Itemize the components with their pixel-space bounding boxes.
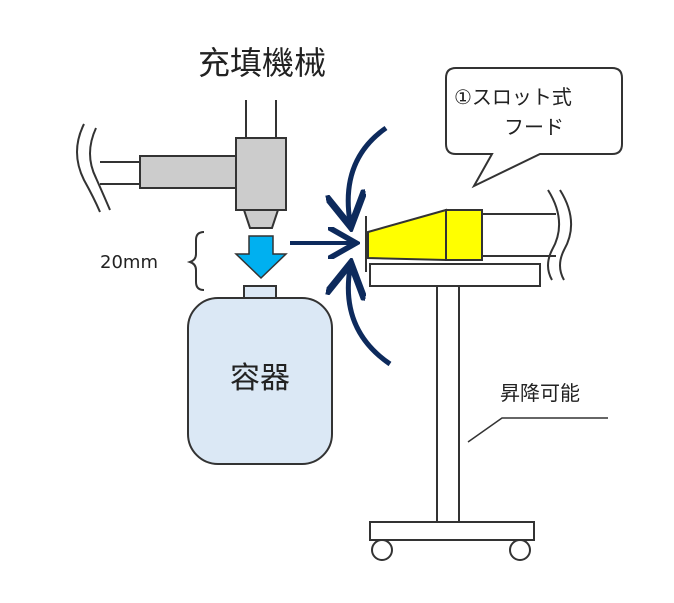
hood-slot-body: [367, 208, 447, 262]
airflow-arrow-top: [348, 125, 388, 222]
hood-duct-connector: [445, 209, 483, 261]
container-label: 容器: [230, 361, 290, 396]
machine-nozzle: [242, 209, 280, 229]
hood-label-line2: フード: [504, 115, 564, 139]
stand-wheel-right: [509, 539, 531, 561]
pipe-break-left-outer: [76, 123, 101, 213]
pipe-break-right-inner: [559, 189, 573, 281]
filling-machine-label: 充填機械: [198, 44, 326, 82]
stand-base: [369, 521, 535, 541]
fill-flow-arrow: [234, 235, 288, 280]
hood-label-line1: ①スロット式: [454, 85, 572, 109]
stand-column: [436, 285, 460, 523]
machine-head: [235, 137, 287, 211]
airflow-arrow-bottom: [348, 268, 392, 367]
machine-arm: [139, 155, 237, 189]
adjustable-leader-line: [467, 417, 608, 443]
adjustable-label: 昇降可能: [500, 381, 580, 405]
stand-table-top: [369, 263, 541, 287]
hood-callout-bubble: [445, 67, 623, 189]
container-body: [187, 297, 333, 465]
gap-label: 20mm: [100, 252, 158, 273]
pipe-break-left-inner: [89, 127, 111, 211]
stand-wheel-left: [371, 539, 393, 561]
pipe-break-right-outer: [547, 189, 561, 281]
gap-bracket: [186, 231, 205, 291]
